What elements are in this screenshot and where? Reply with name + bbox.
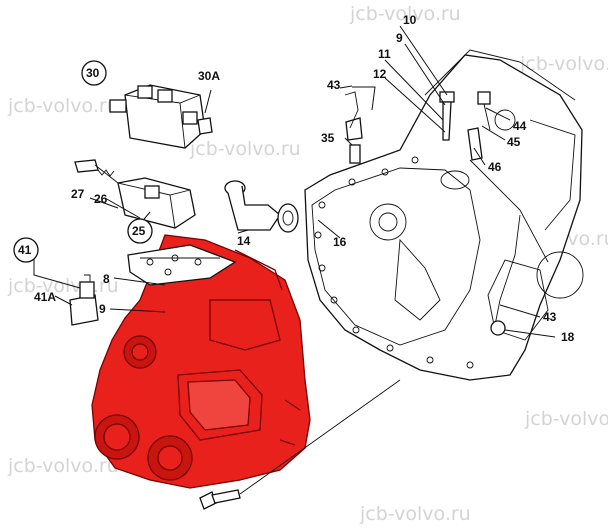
callout-circle-25	[127, 218, 153, 244]
label-27: 27	[71, 187, 85, 201]
label-18: 18	[561, 330, 575, 344]
watermark-3: jcb-volvo.ru	[7, 95, 119, 117]
label-30: 30	[86, 66, 100, 80]
bottom-bolt	[199, 379, 401, 510]
label-41: 41	[18, 243, 32, 257]
label-16: 16	[333, 235, 347, 249]
housing-bolt-holes	[314, 156, 474, 369]
watermark-6: jcb-volvo.ru	[7, 275, 119, 297]
label-43-bottom: 43	[543, 310, 557, 324]
label-9-top: 9	[396, 31, 403, 45]
label-14: 14	[237, 234, 251, 248]
gearbox-housing-body	[91, 234, 311, 489]
gearbox-housing-highlighted	[91, 234, 311, 489]
label-35: 35	[321, 131, 335, 145]
label-10: 10	[403, 13, 417, 27]
label-30A: 30A	[198, 69, 220, 83]
pipe-14	[224, 180, 299, 233]
label-44: 44	[513, 119, 527, 133]
callout-circle-30	[81, 60, 107, 86]
plug-35	[345, 117, 363, 164]
label-26: 26	[94, 192, 108, 206]
watermark-9: jcb-volvo.ru	[7, 455, 119, 477]
watermark-1: jcb-volvo.ru	[349, 3, 461, 25]
sensor-41A	[69, 274, 99, 326]
watermark-8: jcb-volvo.ru	[524, 408, 608, 430]
solenoid-valve-30	[109, 84, 213, 149]
label-11: 11	[378, 47, 391, 61]
pipe-43-top	[339, 85, 359, 129]
label-43-top: 43	[327, 78, 341, 92]
label-12: 12	[373, 67, 387, 81]
flywheel-housing	[304, 49, 584, 381]
part-labels: 10 9 11 12 43 44 45 46 35 30 30A 27 26 2…	[18, 13, 575, 344]
leader-lines	[33, 25, 556, 338]
callout-circle-41	[13, 237, 39, 263]
pipe-43-lower	[490, 214, 521, 336]
circled-callouts	[13, 60, 153, 263]
watermark-4: jcb-volvo.ru	[189, 138, 301, 160]
watermark-10: jcb-volvo.ru	[359, 503, 471, 525]
label-25: 25	[132, 224, 146, 238]
valve-plate	[127, 244, 237, 286]
label-45: 45	[507, 135, 521, 149]
label-41A: 41A	[34, 290, 56, 304]
solenoid-valve-26	[74, 159, 196, 229]
bolts-10-11-12	[439, 91, 491, 161]
watermark-2: jcb-volvo.ru	[519, 53, 608, 75]
label-46: 46	[488, 160, 502, 174]
label-8: 8	[103, 272, 110, 286]
label-9-bottom: 9	[99, 302, 106, 316]
